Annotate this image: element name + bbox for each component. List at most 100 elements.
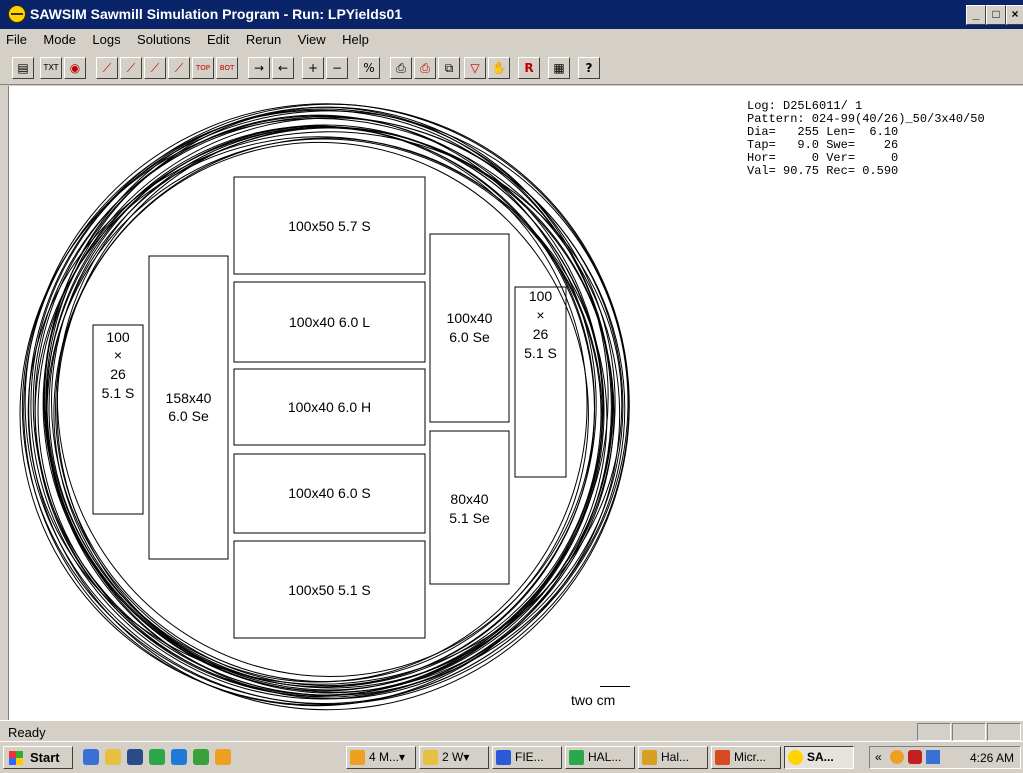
log-info-readout: Log: D25L6011/ 1 Pattern: 024-99(40/26)_… [747,100,985,178]
notes-icon[interactable]: ▦ [548,57,570,79]
readout-dia-len: Dia= 255 Len= 6.10 [747,125,899,139]
board-b1[interactable]: 100x50 5.7 S [233,176,426,275]
readout-log: Log: D25L6011/ 1 [747,99,863,113]
board-b4[interactable]: 100x40 6.0 S [233,453,426,534]
help-file-icon [642,750,657,765]
quicklaunch-folder-icon[interactable] [105,749,121,765]
tray-clock-icon[interactable] [890,750,904,764]
menu-help[interactable]: Help [342,32,369,47]
menu-rerun[interactable]: Rerun [245,32,282,47]
task-label: SA... [807,750,834,764]
start-button[interactable]: Start [3,746,73,769]
board-label: 158x40 [166,390,212,406]
sawsim-app-icon[interactable] [8,5,26,23]
board-b10[interactable]: 100 × 26 5.1 S [514,286,567,478]
copy-icon[interactable]: ⧉ [438,57,460,79]
task-label: FIE... [515,750,544,764]
bottom-icon[interactable]: BOT [216,57,238,79]
r-icon[interactable]: R [518,57,540,79]
tray-network-icon[interactable] [926,750,940,764]
print-icon[interactable]: ⎙ [390,57,412,79]
log-outline-ring [21,118,621,704]
log-end-icon[interactable]: ◉ [64,57,86,79]
log-outline-ring [46,125,588,683]
board-b8[interactable]: 100x40 6.0 Se [429,233,510,423]
board-b9[interactable]: 80x40 5.1 Se [429,430,510,585]
quicklaunch-browser-icon[interactable] [171,749,187,765]
windows-flag-icon [9,751,23,765]
clock[interactable]: 4:26 AM [969,751,1014,765]
text-icon[interactable]: TXT [40,57,62,79]
task-sawsim[interactable]: SA... [784,746,854,769]
task-label: 2 W▾ [442,750,470,764]
task-micr[interactable]: Micr... [711,746,781,769]
maximize-button[interactable]: □ [986,5,1006,25]
word-icon [496,750,511,765]
menu-solutions[interactable]: Solutions [137,32,191,47]
task-4m[interactable]: 4 M...▾ [346,746,416,769]
status-panel-1 [917,723,951,741]
saw-cut-icon-2[interactable]: ⟋ [120,57,142,79]
task-2w[interactable]: 2 W▾ [419,746,489,769]
board-b2[interactable]: 100x40 6.0 L [233,281,426,363]
plus-icon[interactable]: + [302,57,324,79]
top-icon[interactable]: TOP [192,57,214,79]
minimize-button[interactable]: _ [966,5,986,25]
menu-edit[interactable]: Edit [206,32,230,47]
quicklaunch-app-icon[interactable] [215,749,231,765]
log-view-canvas[interactable]: 100x50 5.7 S 100x40 6.0 L 100x40 6.0 H 1… [8,86,1023,720]
arrow-left-icon[interactable]: ← [272,57,294,79]
board-label: 5.1 S [102,385,135,401]
task-hal-help[interactable]: Hal... [638,746,708,769]
sawsim-icon [788,750,803,765]
board-label: 5.1 S [524,345,557,361]
arrow-right-icon[interactable]: → [248,57,270,79]
readout-val-rec: Val= 90.75 Rec= 0.590 [747,164,899,178]
open-icon[interactable]: ▤ [12,57,34,79]
task-label: 4 M...▾ [369,750,406,764]
log-outline-ring [56,126,604,694]
hand-icon[interactable]: ✋ [488,57,510,79]
quicklaunch-excel-icon[interactable] [193,749,209,765]
log-outline-ring [44,106,612,700]
board-label: 100x50 5.1 S [288,582,371,598]
percent-icon[interactable]: % [358,57,380,79]
tray-expand-chevron[interactable]: « [875,750,882,764]
log-cross-section: 100x50 5.7 S 100x40 6.0 L 100x40 6.0 H 1… [19,103,630,711]
close-button[interactable]: × [1006,5,1023,25]
log-outline-ring [28,103,630,711]
task-hal[interactable]: HAL... [565,746,635,769]
menu-mode[interactable]: Mode [43,32,76,47]
board-b6[interactable]: 158x40 6.0 Se [148,255,229,560]
quicklaunch-ie-icon[interactable] [83,749,99,765]
board-label: 6.0 Se [168,408,209,424]
hal-icon [569,750,584,765]
saw-cut-icon-3[interactable]: ⟋ [144,57,166,79]
board-label: 100x40 [447,310,493,326]
help-icon[interactable]: ? [578,57,600,79]
menu-logs[interactable]: Logs [92,32,121,47]
quicklaunch-desktop-icon[interactable] [127,749,143,765]
menu-view[interactable]: View [297,32,326,47]
saw-cut-icon-1[interactable]: ⟋ [96,57,118,79]
board-label: × [114,347,122,363]
task-fie[interactable]: FIE... [492,746,562,769]
readout-tap-swe: Tap= 9.0 Swe= 26 [747,138,899,152]
system-tray: « 4:26 AM [869,746,1021,769]
scale-bar [600,686,630,687]
status-bar: Ready [0,720,1023,742]
board-b3[interactable]: 100x40 6.0 H [233,368,426,446]
tray-alert-icon[interactable] [908,750,922,764]
print-setup-icon[interactable]: ⎙ [414,57,436,79]
menu-file[interactable]: File [6,32,27,47]
log-outline-ring [27,131,623,685]
saw-cut-icon-4[interactable]: ⟋ [168,57,190,79]
triangle-icon[interactable]: ▽ [464,57,486,79]
quicklaunch-hal-icon[interactable] [149,749,165,765]
board-label: 100x40 6.0 H [288,399,371,415]
minus-icon[interactable]: − [326,57,348,79]
start-label: Start [30,750,60,765]
board-b7[interactable]: 100 × 26 5.1 S [92,324,144,515]
log-outline-ring [56,127,596,677]
board-b5[interactable]: 100x50 5.1 S [233,540,426,639]
